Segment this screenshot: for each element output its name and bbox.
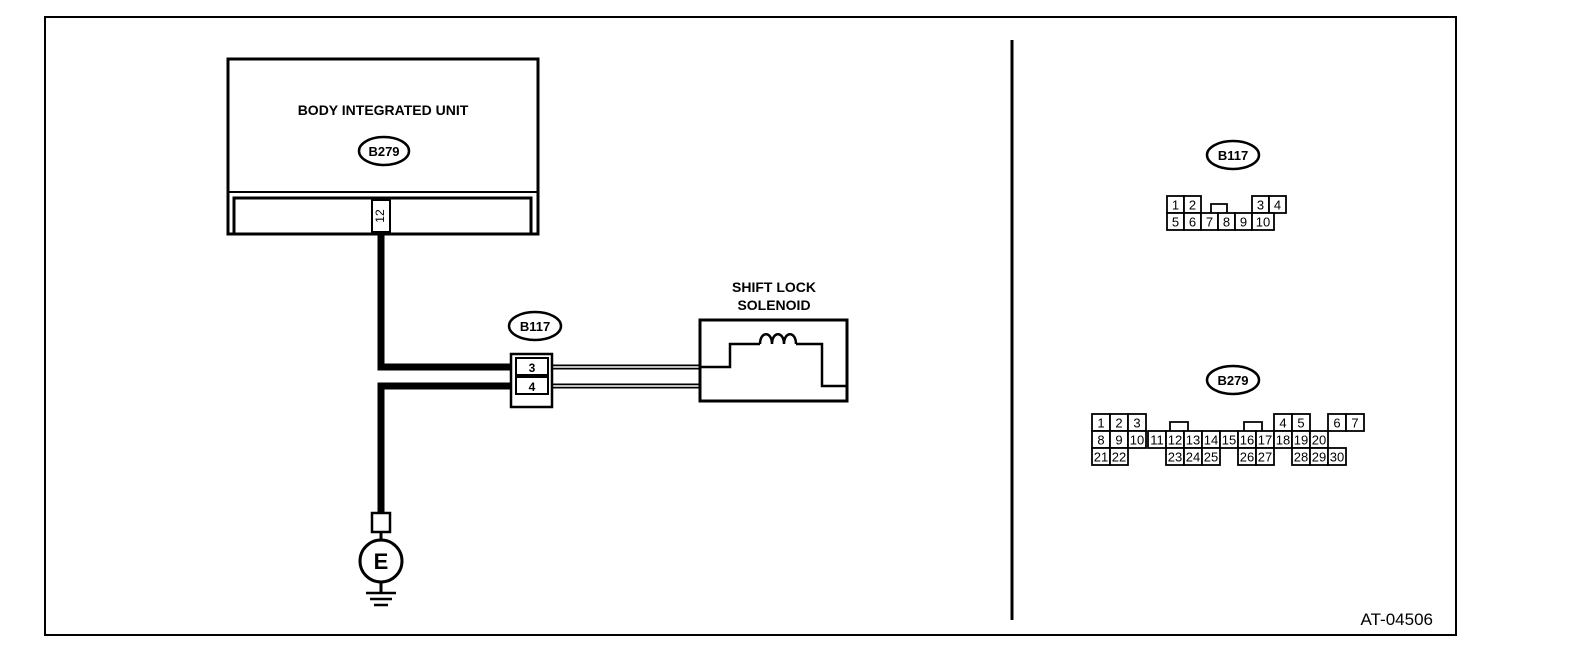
b117-pin-4-label: 4 <box>1274 198 1281 213</box>
b279-pin-10-label: 10 <box>1130 433 1144 448</box>
ground-label: E <box>374 549 389 574</box>
b279-pin-25-label: 25 <box>1204 450 1218 465</box>
b279-pin-12-label: 12 <box>1168 433 1182 448</box>
b279-pin-8-label: 8 <box>1097 433 1104 448</box>
b279-pin-17-label: 17 <box>1258 433 1272 448</box>
b279-pin-22-cell <box>1109 447 1129 466</box>
b279-pin-21-label: 21 <box>1094 450 1108 465</box>
b279-pin-16-label: 16 <box>1240 433 1254 448</box>
b117-connector: B117 3 4 <box>507 310 563 409</box>
unit-connector-id: B279 <box>368 144 399 159</box>
b279-pin-15-label: 15 <box>1222 433 1236 448</box>
b279-pin-26-label: 26 <box>1240 450 1254 465</box>
b279-pin-25-cell <box>1201 447 1221 466</box>
unit-pin-12-label: 12 <box>373 209 387 223</box>
b279-pin-11-label: 11 <box>1150 433 1164 448</box>
body-integrated-unit: 12 BODY INTEGRATED UNIT B279 <box>226 57 540 236</box>
b279-pin-10-cell <box>1127 430 1147 449</box>
b279-pin-14-label: 14 <box>1204 433 1218 448</box>
b279-pin-7-cell <box>1345 413 1365 432</box>
b117-pin-4: 4 <box>529 380 536 394</box>
b279-pin-1-label: 1 <box>1097 416 1104 431</box>
b279-pin-23-label: 23 <box>1168 450 1182 465</box>
b117-pin-3-label: 3 <box>1257 198 1264 213</box>
b117-pin-7-label: 7 <box>1206 215 1213 230</box>
diagram-frame <box>44 16 1457 636</box>
b279-pin-5-label: 5 <box>1297 416 1304 431</box>
connector-key <box>1169 421 1189 431</box>
b279-pin-4-label: 4 <box>1279 416 1286 431</box>
b279-pin-7-label: 7 <box>1351 416 1358 431</box>
figure-id: AT-04506 <box>1361 610 1433 629</box>
b279-pin-18-label: 18 <box>1276 433 1290 448</box>
b279-pin-6-label: 6 <box>1333 416 1340 431</box>
connector-key <box>1243 421 1263 431</box>
b279-pinout-id: B279 <box>1217 373 1248 388</box>
b279-pin-19-label: 19 <box>1294 433 1308 448</box>
b117-pin-2-label: 2 <box>1189 198 1196 213</box>
b117-pin-8-label: 8 <box>1223 215 1230 230</box>
b279-pin-27-label: 27 <box>1258 450 1272 465</box>
b117-pin-4-cell <box>1268 195 1287 214</box>
b279-pin-29-label: 29 <box>1312 450 1326 465</box>
b117-pin-10-label: 10 <box>1256 215 1270 230</box>
b279-pin-28-label: 28 <box>1294 450 1308 465</box>
b117-connector-id: B117 <box>520 319 550 334</box>
b279-pin-30-label: 30 <box>1330 450 1344 465</box>
b117-pin-1-label: 1 <box>1172 198 1179 213</box>
shift-lock-solenoid: SHIFT LOCK SOLENOID <box>698 279 849 403</box>
b279-pin-9-label: 9 <box>1115 433 1122 448</box>
unit-connector-oval <box>357 135 411 167</box>
b279-pin-27-cell <box>1255 447 1275 466</box>
unit-title: BODY INTEGRATED UNIT <box>298 102 469 118</box>
connector-key <box>1210 203 1228 213</box>
unit-pin-12 <box>371 199 391 233</box>
b279-pin-30-cell <box>1327 447 1347 466</box>
b117-pin-10-cell <box>1251 212 1275 231</box>
b279-pin-20-label: 20 <box>1312 433 1326 448</box>
coil-icon <box>758 333 798 345</box>
b279-pin-24-label: 24 <box>1186 450 1200 465</box>
b279-pin-2-label: 2 <box>1115 416 1122 431</box>
b279-pin-13-label: 13 <box>1186 433 1200 448</box>
solenoid-label-line1: SHIFT LOCK <box>732 279 816 295</box>
b117-pin-3: 3 <box>529 361 536 375</box>
ground-symbol: E <box>358 511 404 607</box>
solenoid-label-line2: SOLENOID <box>737 297 810 313</box>
b117-pin-5-label: 5 <box>1172 215 1179 230</box>
b279-pin-3-label: 3 <box>1133 416 1140 431</box>
b117-pinout-id: B117 <box>1218 148 1248 163</box>
b117-pin-9-label: 9 <box>1240 215 1247 230</box>
b279-pin-22-label: 22 <box>1112 450 1126 465</box>
b117-pin-6-label: 6 <box>1189 215 1196 230</box>
